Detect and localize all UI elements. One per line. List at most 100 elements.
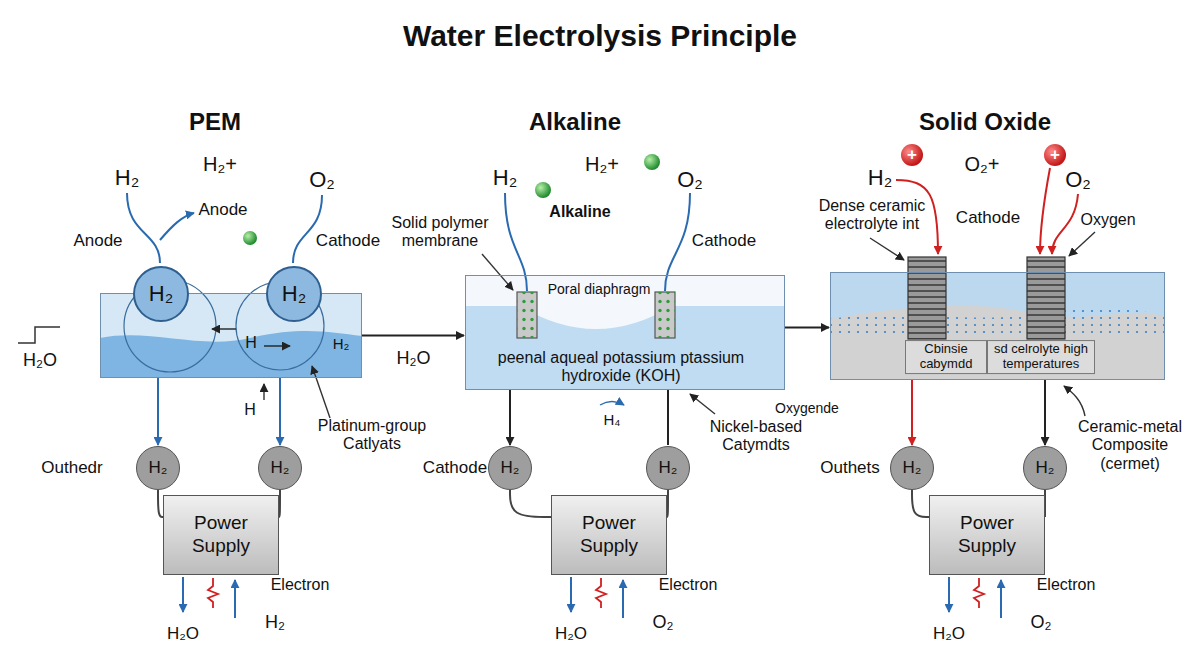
flow-connector	[279, 378, 281, 445]
text-label: Cathode	[423, 458, 487, 478]
flow-connector	[1044, 380, 1046, 445]
text-label: Ceramic-metal Composite (cermet)	[1073, 418, 1188, 473]
alkaline-cell	[517, 292, 537, 338]
flow-connector	[667, 390, 669, 445]
pem-cell	[160, 213, 194, 240]
outlet-circle: H₂	[488, 446, 532, 490]
text-label: H₂+	[585, 153, 619, 176]
electrolyzer-tank: Cbinsie cabymddsd celrolyte high tempera…	[830, 272, 1165, 380]
alkaline-cell	[465, 275, 785, 390]
alkaline-cell	[505, 193, 527, 291]
solid-oxide-cell	[870, 238, 904, 260]
pem-cell	[208, 578, 218, 608]
flow-connector	[912, 490, 929, 517]
flow-connector	[362, 335, 464, 337]
alkaline-cell	[655, 292, 675, 338]
text-label: O₂	[653, 612, 674, 633]
flow-connector	[279, 490, 280, 517]
flow-connector	[911, 380, 913, 445]
node-text: Power Supply	[168, 512, 274, 558]
text-label: Dense ceramic electrolyte int	[812, 197, 932, 234]
solid-oxide-cell	[1027, 257, 1065, 339]
text-label: Oxygende	[775, 400, 839, 416]
node-text: H₂	[271, 458, 290, 478]
text-label: Oxygen	[1080, 211, 1135, 229]
diagram-title: Water Electrolysis Principle	[403, 19, 797, 54]
node-text: H₂	[659, 458, 678, 478]
text-label: Nickel-based Catymdts	[701, 418, 811, 455]
text-label: Platinum-group Catlyats	[307, 417, 437, 454]
node-text: H₂	[149, 458, 168, 478]
gas-bubble: H₂	[133, 266, 189, 322]
solid-oxide-cell	[1044, 144, 1066, 166]
alkaline-cell	[465, 306, 785, 390]
alkaline-cell	[465, 154, 785, 618]
text-label: H₂	[115, 165, 139, 190]
text-label: Electron	[1037, 576, 1096, 594]
solid-oxide-cell	[948, 577, 950, 612]
text-label: H₂	[868, 165, 892, 190]
node-text: H₂	[1036, 458, 1055, 478]
pem-cell	[182, 577, 184, 612]
tank-text: Cbinsie cabymdd	[905, 340, 987, 374]
text-label: Electron	[271, 576, 330, 594]
outlet-circle: H₂	[890, 446, 934, 490]
text-label: H₄	[604, 411, 621, 428]
text-label: Anode	[73, 231, 122, 251]
node-text: Power Supply	[556, 512, 662, 558]
node-text: Power Supply	[934, 512, 1040, 558]
alkaline-cell	[517, 292, 537, 338]
alkaline-cell	[570, 577, 572, 612]
text-label: H₂	[493, 165, 517, 190]
solid-oxide-cell	[1064, 386, 1085, 416]
text-label: O₂	[1031, 612, 1052, 633]
tank-text: peenal aqueal potassium ptassium hydroxi…	[471, 349, 771, 386]
tank-text: Poral diaphragm	[548, 281, 651, 297]
alkaline-cell	[596, 578, 606, 608]
flow-connector	[667, 490, 668, 517]
outlet-circle: H₂	[1023, 446, 1067, 490]
text-label: H	[244, 401, 256, 419]
solid-oxide-cell	[1069, 232, 1095, 256]
connector-label: H₂O	[394, 347, 434, 368]
text-label: O₂	[309, 167, 335, 192]
text-label: H₂O	[933, 624, 965, 644]
solid-oxide-cell	[830, 306, 1165, 336]
text-label: +	[1050, 145, 1060, 165]
alkaline-cell	[600, 402, 624, 406]
tank-text: H₂	[333, 335, 350, 352]
solid-oxide-cell	[830, 272, 1165, 380]
alkaline-cell	[644, 154, 660, 170]
alkaline-cell	[622, 580, 624, 618]
flow-connector	[510, 490, 551, 517]
pem-cell	[127, 193, 160, 263]
alkaline-cell	[482, 254, 513, 290]
text-label: H₂O	[23, 350, 57, 371]
text-label: +	[907, 145, 917, 165]
flow-connector	[157, 378, 159, 445]
gas-bubble: H₂	[266, 266, 322, 322]
pem-cell	[264, 345, 290, 346]
text-label: O₂	[1065, 167, 1091, 192]
electrolyzer-tank: Poral diaphragm peenal aqueal potassium p…	[465, 275, 785, 390]
text-label: H₂	[265, 612, 285, 633]
text-label: Outhets	[820, 458, 880, 478]
text-label: O₂	[677, 167, 703, 192]
panel-heading: PEM	[189, 108, 241, 136]
tank-text: sd celrolyte high temperatures	[987, 340, 1095, 374]
node-text: H₂	[501, 458, 520, 478]
pem-cell	[243, 231, 257, 245]
power-supply-box: Power Supply	[551, 495, 667, 575]
solid-oxide-cell	[1052, 194, 1078, 254]
text-label: Alkaline	[549, 203, 610, 221]
electrolyzer-tank: H₂H₂HH₂	[100, 293, 362, 378]
alkaline-cell	[665, 193, 690, 291]
node-text: H₂	[282, 281, 306, 307]
node-text: H₂	[149, 281, 173, 307]
outlet-circle: H₂	[646, 446, 690, 490]
flow-connector	[785, 327, 829, 329]
outlet-circle: H₂	[136, 446, 180, 490]
text-label: H₂O	[167, 624, 199, 644]
panel-heading: Alkaline	[529, 108, 621, 136]
